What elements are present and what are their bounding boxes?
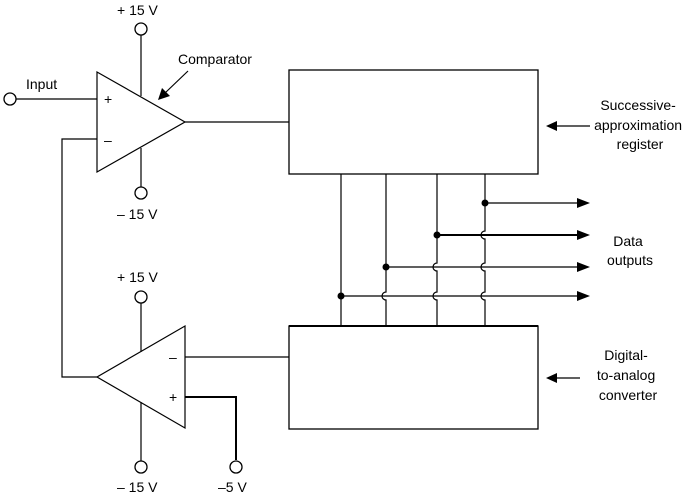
reference-label: –5 V bbox=[218, 479, 247, 495]
bus-line-4 bbox=[480, 174, 486, 326]
data-outputs-label-line-1: Data bbox=[613, 233, 643, 249]
input-label: Input bbox=[26, 76, 57, 92]
comparator-neg-supply-label: – 15 V bbox=[117, 206, 158, 222]
comparator-minus-sign: – bbox=[104, 132, 112, 148]
comparator-pos-supply-label: + 15 V bbox=[117, 2, 159, 18]
feedback-wire bbox=[61, 138, 97, 378]
reference-wire bbox=[185, 396, 237, 460]
comparator-pos-supply-terminal bbox=[134, 22, 148, 36]
output-arrowhead-1 bbox=[577, 198, 590, 208]
comparator-label: Comparator bbox=[178, 51, 252, 67]
comparator-pointer-arrowhead bbox=[158, 88, 170, 100]
comparator-pointer-line bbox=[164, 70, 189, 94]
comparator: + – bbox=[96, 70, 187, 174]
dac-label-line-1: Digital- bbox=[604, 347, 648, 363]
amplifier-neg-supply-label: – 15 V bbox=[117, 479, 158, 495]
sar-label-line-3: register bbox=[617, 136, 664, 152]
dac-box bbox=[288, 325, 539, 430]
bus-line-2 bbox=[381, 174, 387, 326]
comparator-neg-supply-terminal bbox=[134, 186, 148, 200]
dac-label-line-2: to-analog bbox=[597, 367, 655, 383]
sar-label-line-2: approximation bbox=[594, 117, 682, 133]
dac-label-line-3: converter bbox=[599, 387, 658, 403]
dac-label: Digital- to-analog converter bbox=[597, 347, 659, 403]
sar-box bbox=[288, 69, 539, 175]
output-arrowhead-3 bbox=[577, 262, 590, 272]
dac-pointer-arrowhead bbox=[546, 373, 557, 383]
output-arrowhead-4 bbox=[577, 291, 590, 301]
comparator-plus-sign: + bbox=[104, 91, 112, 107]
data-outputs-label-line-2: outputs bbox=[607, 252, 653, 268]
sar-label-line-1: Successive- bbox=[600, 97, 676, 113]
comparator-triangle bbox=[96, 70, 187, 174]
amplifier-pos-supply-label: + 15 V bbox=[117, 269, 159, 285]
bus-line-3 bbox=[432, 174, 438, 326]
sar-label: Successive- approximation register bbox=[594, 97, 686, 152]
data-output-lines bbox=[337, 198, 590, 301]
amplifier-pos-supply-terminal bbox=[134, 290, 148, 304]
data-bus bbox=[340, 174, 486, 326]
sar-pointer-arrowhead bbox=[546, 121, 557, 131]
reference-terminal bbox=[229, 460, 243, 474]
amplifier-neg-supply-terminal bbox=[134, 460, 148, 474]
input-terminal bbox=[3, 92, 17, 106]
amplifier-minus-sign: – bbox=[169, 349, 177, 365]
data-outputs-label: Data outputs bbox=[607, 233, 653, 268]
amplifier-plus-sign: + bbox=[169, 389, 177, 405]
output-arrowhead-2 bbox=[577, 230, 590, 240]
